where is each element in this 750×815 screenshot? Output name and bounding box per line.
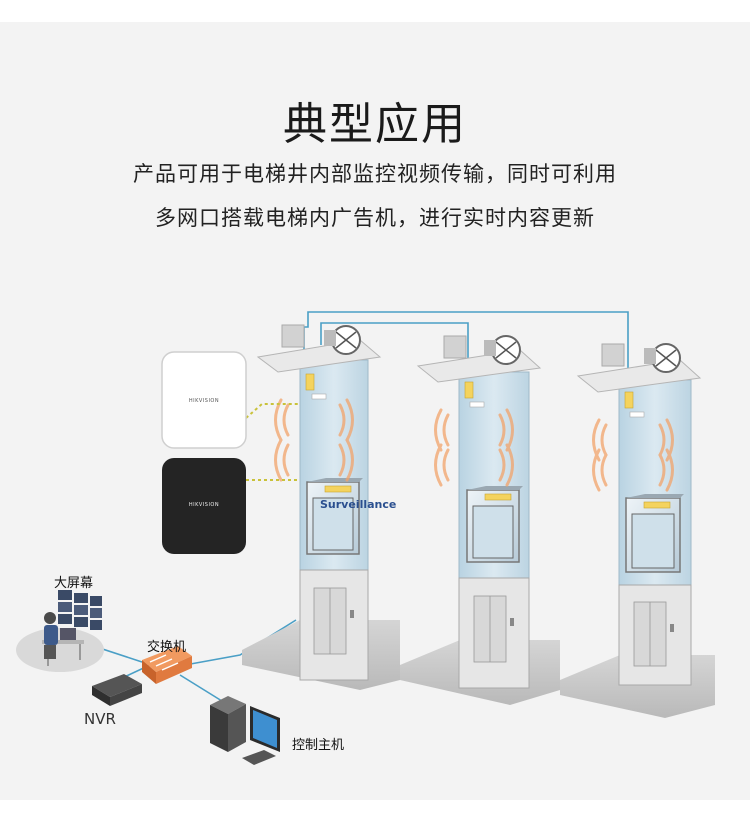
nvr-label: NVR — [84, 710, 116, 728]
description-line-1: 产品可用于电梯井内部监控视频传输，同时可利用 — [133, 162, 617, 186]
elevator-1 — [242, 324, 400, 690]
cable-switch-to-shaft — [184, 619, 297, 666]
ap-device-icon — [464, 381, 474, 399]
desk-monitor-icon — [60, 628, 76, 640]
description-line-2: 多网口搭载电梯内广告机，进行实时内容更新 — [155, 206, 595, 230]
big-screen-label: 大屏幕 — [54, 576, 94, 591]
elevator-3 — [560, 343, 715, 718]
camera-icon — [629, 411, 645, 418]
monitoring-station — [16, 590, 104, 672]
network-switch — [142, 646, 192, 684]
white-ap-product — [161, 351, 247, 449]
cable-middle-link — [320, 322, 469, 375]
switch-label: 交换机 — [147, 640, 187, 655]
product-pointer-lines — [245, 403, 300, 481]
video-wall-icon — [58, 590, 102, 630]
black-ap-product — [162, 458, 246, 554]
ap-device-icon — [624, 391, 634, 409]
surveillance-label: Surveillance — [320, 498, 397, 511]
wireless-signal-waves — [274, 398, 674, 492]
elevator-2 — [400, 335, 560, 705]
control-host-label: 控制主机 — [292, 738, 345, 753]
operator-icon — [44, 612, 56, 624]
camera-icon — [469, 401, 485, 408]
page-title: 典型应用 — [283, 99, 467, 150]
control-host-pc — [210, 696, 280, 765]
ap-device-icon — [305, 373, 315, 391]
white-ap-brand: HIKVISION — [188, 398, 220, 404]
camera-icon — [311, 393, 327, 400]
nvr-device — [92, 674, 142, 706]
black-ap-brand: HIKVISION — [188, 502, 220, 508]
